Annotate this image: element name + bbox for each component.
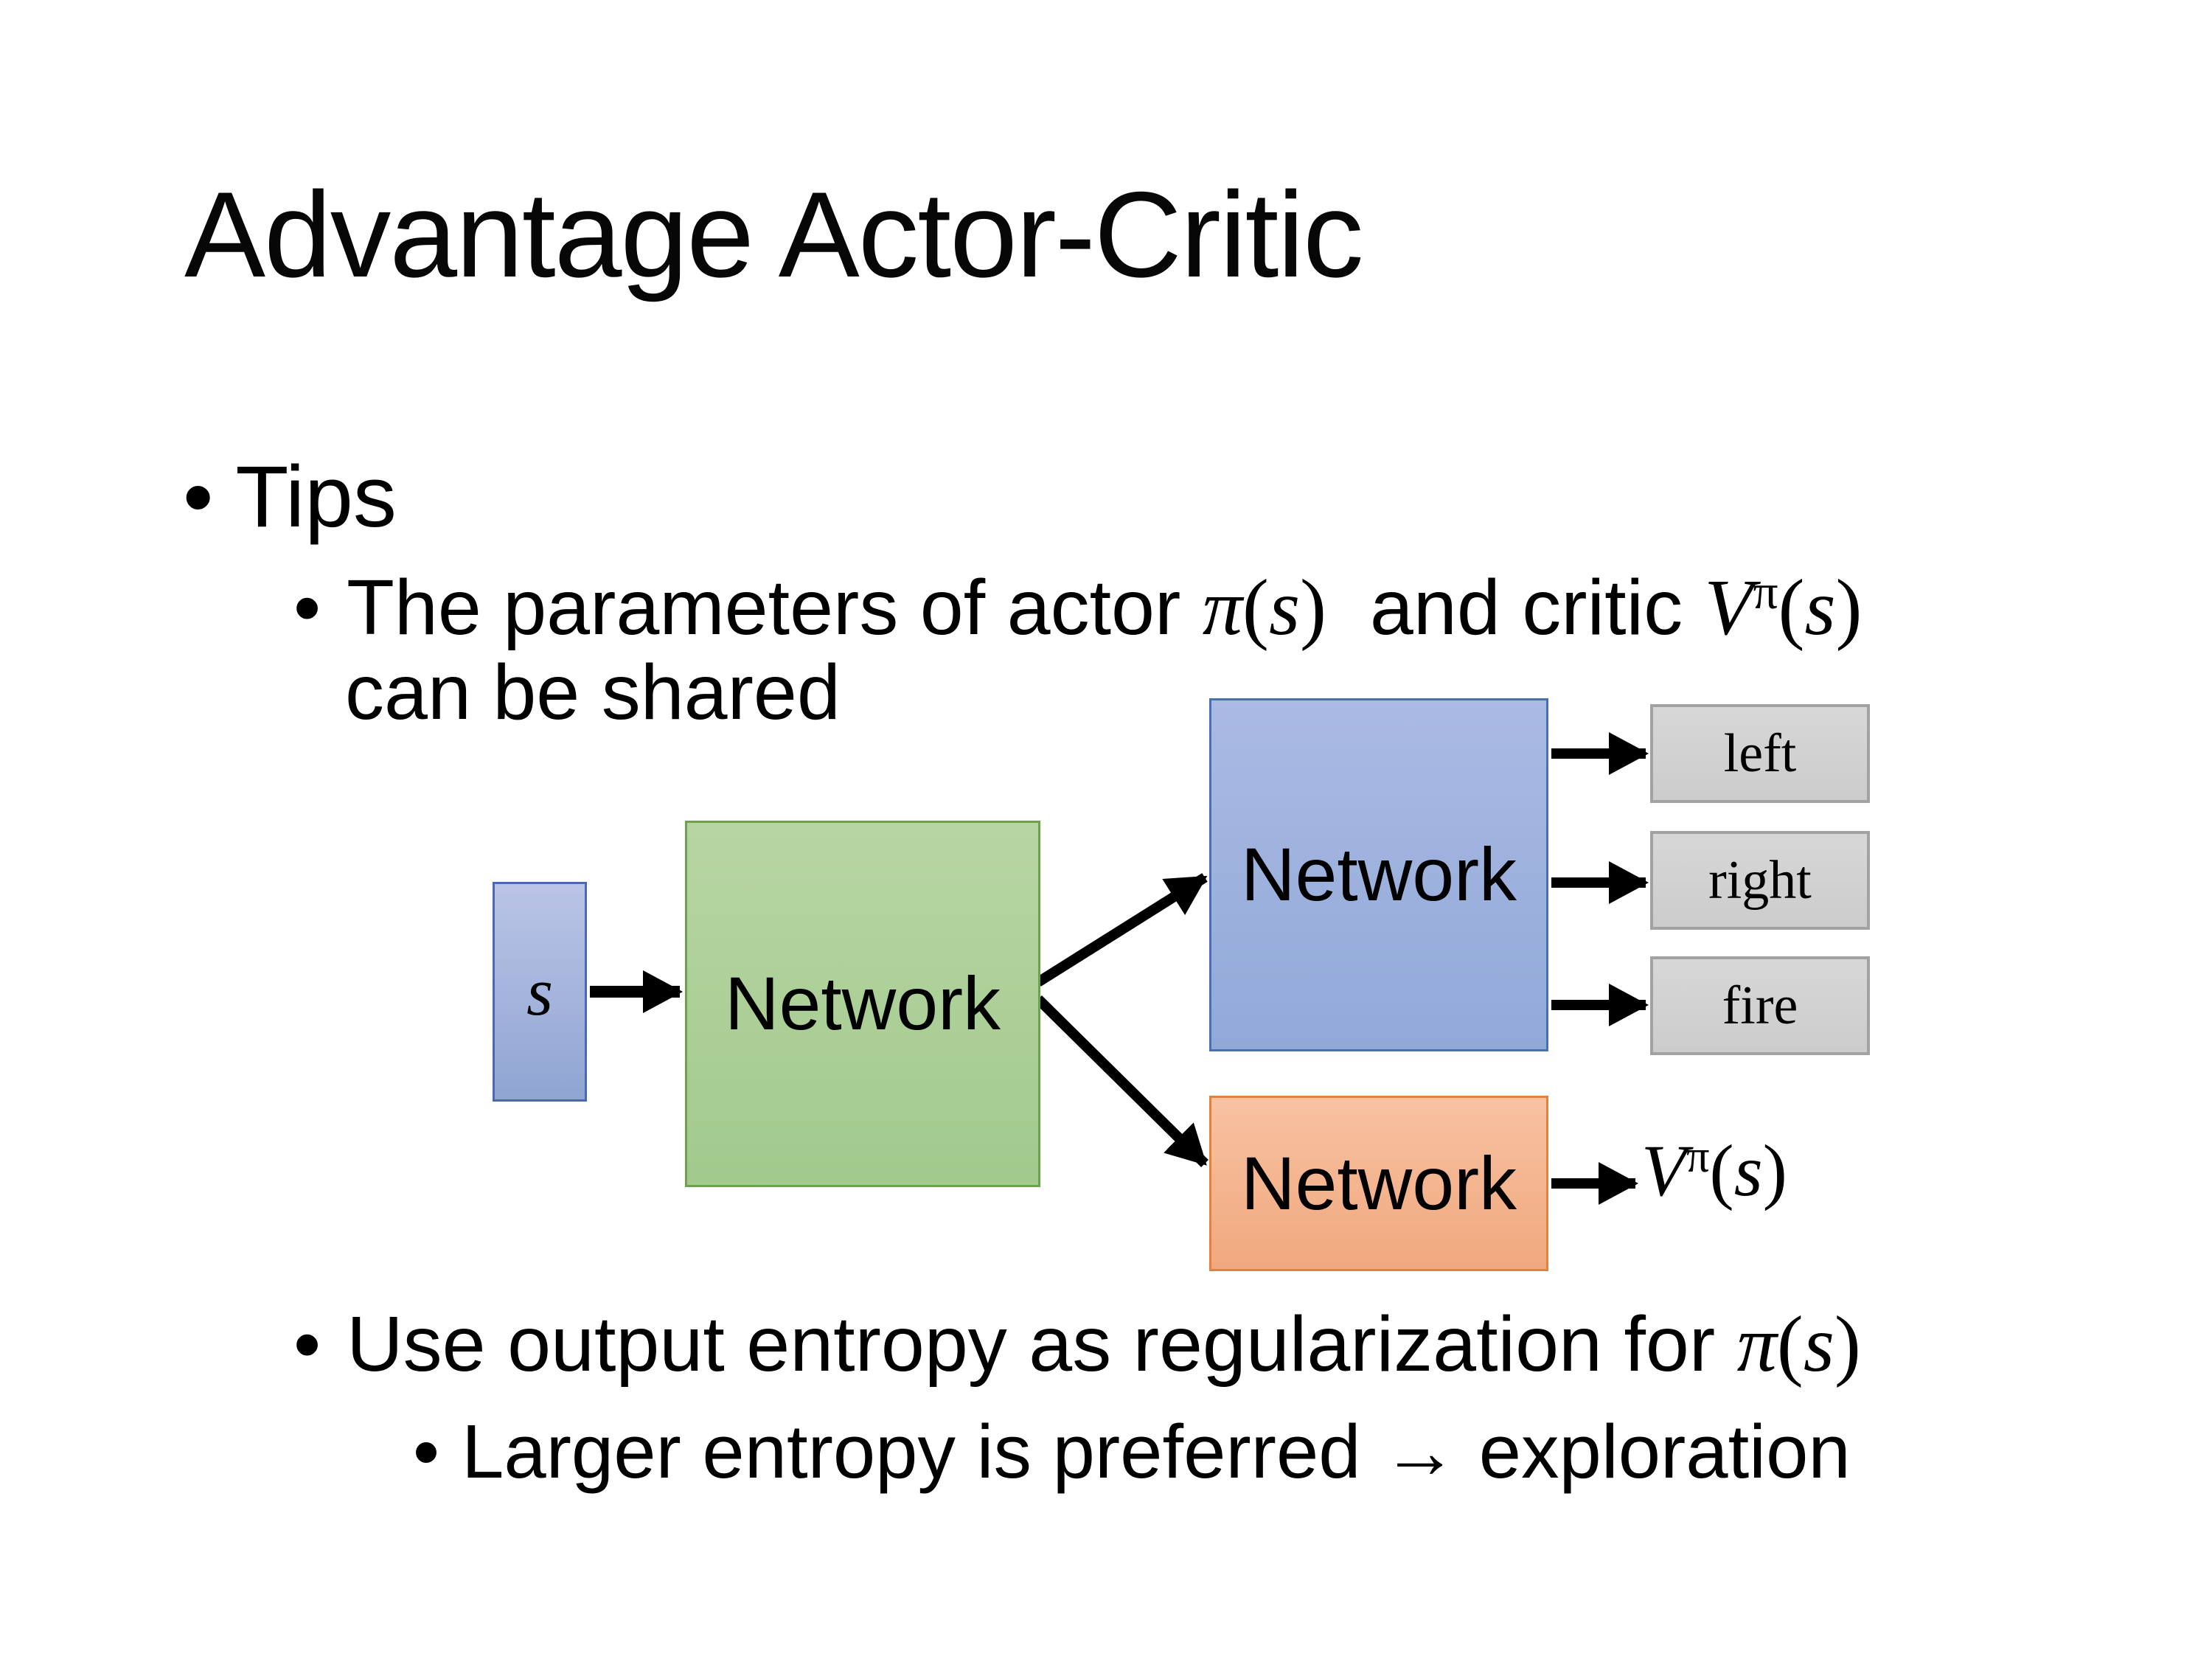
math-pi-s: π(s) [1736, 1301, 1861, 1388]
action-label-right: right [1708, 849, 1812, 911]
critic-network-box: Network [1209, 1096, 1548, 1271]
critic-value-output: Vπ(s) [1641, 1130, 1787, 1211]
shared-network-label: Network [724, 961, 1001, 1046]
bullet-dot: • [183, 448, 214, 546]
bullet-dot: • [293, 564, 321, 651]
bullet-tips-label: Tips [235, 448, 397, 546]
actor-network-label: Network [1240, 832, 1517, 917]
arrow-shared-to-critic [1034, 995, 1208, 1167]
action-label-fire: fire [1722, 975, 1798, 1036]
shared-params-pre: The parameters of actor [347, 564, 1203, 651]
math-pi-s: π(s) [1202, 564, 1327, 652]
shared-params-mid: and critic [1326, 564, 1705, 651]
arrow-shared-to-actor [1035, 873, 1208, 987]
critic-network-label: Network [1240, 1141, 1517, 1225]
action-label-left: left [1723, 723, 1797, 784]
action-box-left: left [1650, 704, 1870, 803]
page-title: Advantage Actor-Critic [184, 167, 1364, 302]
bullet-shared-params-text: The parameters of actor π(s) and critic … [347, 568, 1862, 648]
action-box-fire: fire [1650, 956, 1870, 1055]
bullet-exploration: • Larger entropy is preferred → explorat… [413, 1413, 1851, 1489]
math-v-pi-s: Vπ(s) [1704, 564, 1863, 652]
bullet-shared-params-line2: can be shared [345, 649, 841, 736]
shared-network-box: Network [685, 821, 1040, 1187]
bullet-dot: • [293, 1301, 321, 1388]
actor-network-box: Network [1209, 698, 1548, 1051]
bullet-shared-params: • The parameters of actor π(s) and criti… [293, 568, 1863, 648]
entropy-pre: Use output entropy as regularization for [347, 1301, 1737, 1388]
bullet-dot: • [413, 1409, 440, 1494]
bullet-entropy-text: Use output entropy as regularization for… [347, 1304, 1861, 1385]
state-input-label: s [526, 954, 553, 1029]
bullet-tips: • Tips [183, 453, 397, 540]
bullet-entropy: • Use output entropy as regularization f… [293, 1301, 1861, 1388]
state-input-box: s [493, 882, 587, 1102]
action-box-right: right [1650, 831, 1870, 930]
bullet-exploration-label: Larger entropy is preferred → exploratio… [462, 1409, 1851, 1494]
